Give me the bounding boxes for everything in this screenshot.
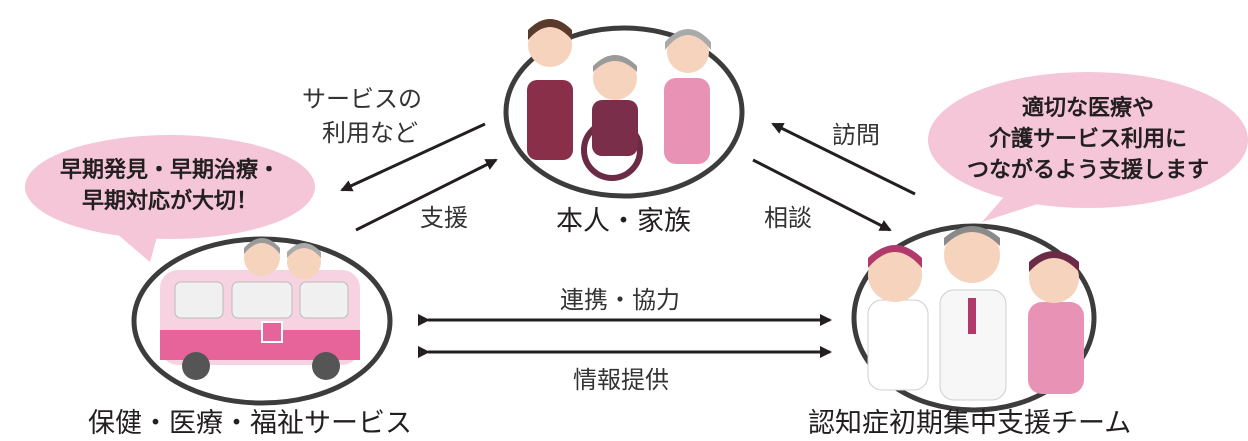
elderly-woman-figure xyxy=(664,29,711,164)
team-label: 認知症初期集中支援チーム xyxy=(808,408,1132,439)
left-speech-bubble xyxy=(25,135,315,262)
services-label: 保健・医療・福祉サービス xyxy=(88,408,412,439)
arrow-services-use xyxy=(340,122,486,192)
right-bubble-line-1: 適切な医療や xyxy=(1021,96,1154,121)
nurse-figure xyxy=(867,245,929,391)
family-illustration xyxy=(503,19,745,199)
minibus-figure xyxy=(160,270,360,380)
arrow-visit xyxy=(771,122,916,196)
passenger-figures xyxy=(244,238,321,279)
elderly-man-wheelchair-figure xyxy=(581,55,643,181)
right-bubble-line-2: 介護サービス利用に xyxy=(988,127,1187,152)
services-use-label: サービスの 利用など xyxy=(302,82,422,150)
family-label: 本人・家族 xyxy=(556,206,691,237)
services-use-line-2: 利用など xyxy=(322,119,418,147)
adult-man-figure xyxy=(527,19,573,160)
arrow-consult xyxy=(752,158,892,232)
support-label: 支援 xyxy=(420,204,468,232)
info-sharing-label: 情報提供 xyxy=(573,366,669,394)
care-worker-figure xyxy=(1028,251,1084,394)
right-bubble-line-3: つながるよう支援します xyxy=(966,158,1209,183)
services-use-line-1: サービスの xyxy=(302,85,422,113)
right-speech-bubble xyxy=(928,72,1248,222)
team-illustration xyxy=(851,223,1097,413)
visit-label: 訪問 xyxy=(832,121,880,149)
consult-label: 相談 xyxy=(764,204,812,232)
left-bubble-line-1: 早期発見・早期治療・ xyxy=(59,158,280,183)
doctor-figure xyxy=(939,226,1007,401)
services-illustration xyxy=(131,236,393,406)
arrow-support xyxy=(355,158,498,232)
right-bubble-text: 適切な医療や 介護サービス利用に つながるよう支援します xyxy=(932,93,1244,186)
cooperation-label: 連携・協力 xyxy=(560,286,680,314)
left-bubble-text: 早期発見・早期治療・ 早期対応が大切！ xyxy=(32,155,308,217)
left-bubble-line-2: 早期対応が大切！ xyxy=(81,189,258,214)
